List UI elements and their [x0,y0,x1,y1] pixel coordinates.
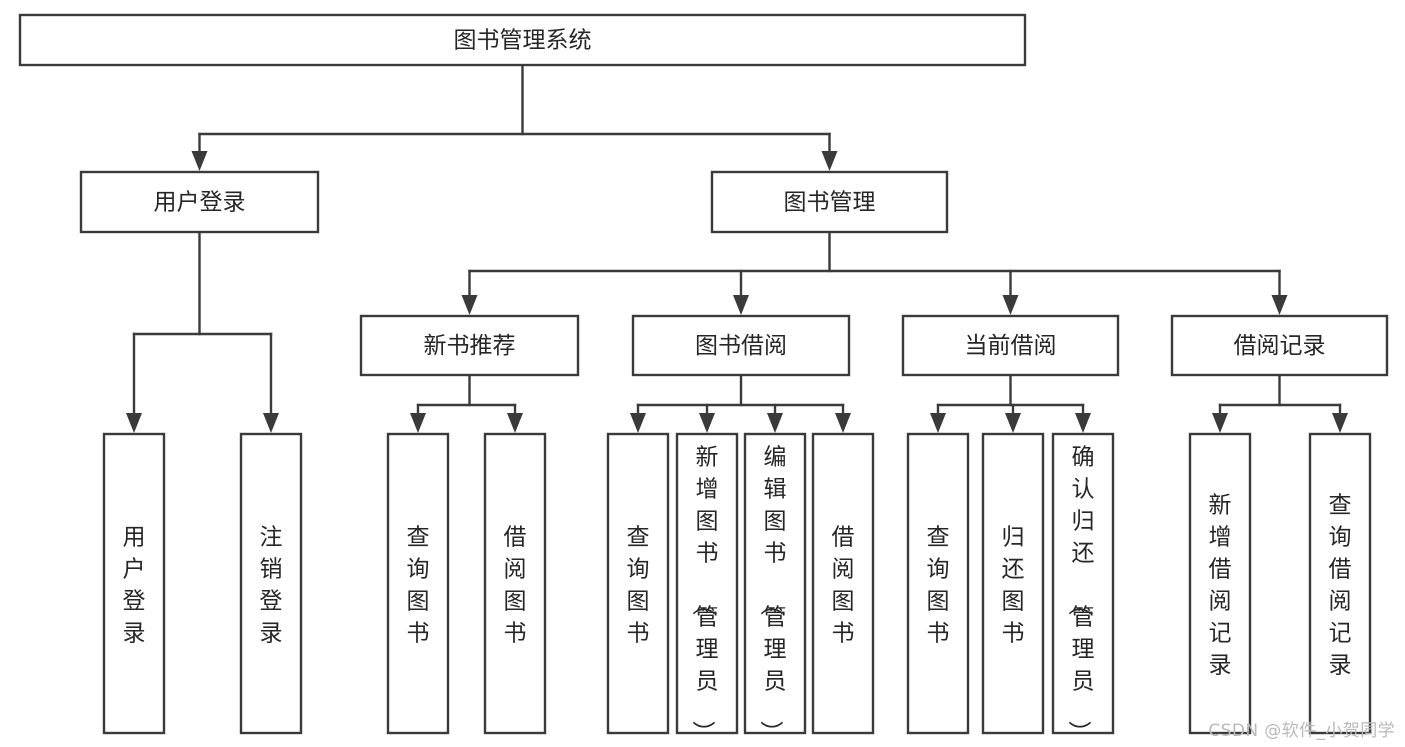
node-leaf-borrow-book-1[interactable]: 借阅图书 [483,432,547,735]
node-new-book-rec[interactable]: 新书推荐 [359,314,580,377]
node-label: 新增借阅记录 [1209,493,1232,679]
node-leaf-query-book-3[interactable]: 查询图书 [906,432,970,735]
connector-borrow-record [1212,373,1348,433]
node-root[interactable]: 图书管理系统 [18,13,1027,67]
node-box [359,314,580,377]
node-box [1188,432,1252,735]
node-leaf-query-book-1[interactable]: 查询图书 [386,432,450,735]
connector-book-borrow [630,373,851,433]
node-leaf-add-record[interactable]: 新增借阅记录 [1188,432,1252,735]
node-box [675,432,739,735]
node-label: 借阅图书 [504,525,527,647]
connector-current-borrow [930,373,1091,433]
node-box [1170,314,1389,377]
node-label: 新书推荐 [424,333,516,359]
node-label: 编辑图书（管理员） [758,445,787,744]
node-book-manage[interactable]: 图书管理 [710,170,949,234]
node-label: 查询图书 [407,525,430,647]
node-current-borrow[interactable]: 当前借阅 [901,314,1120,377]
node-label: 归还图书 [1002,525,1025,647]
node-box [906,432,970,735]
node-box [901,314,1120,377]
node-label: 注销登录 [260,525,283,647]
node-box [631,314,851,377]
node-label: 借阅记录 [1234,333,1326,359]
node-leaf-borrow-book-2[interactable]: 借阅图书 [811,432,875,735]
connector-layer [126,63,1348,433]
node-label: 图书管理系统 [454,28,592,54]
node-box [102,432,166,735]
node-box [1308,432,1372,735]
node-box [483,432,547,735]
node-leaf-return-book[interactable]: 归还图书 [981,432,1045,735]
node-box [606,432,670,735]
node-label: 图书管理 [784,190,876,216]
node-label: 查询借阅记录 [1329,493,1352,679]
node-box [710,170,949,234]
node-box [18,13,1027,67]
connector-book-manage [461,230,1288,315]
node-label: 新增图书（管理员） [690,445,719,744]
node-box [1051,432,1115,735]
node-label: 确认归还（管理员） [1066,445,1095,744]
node-label: 查询图书 [927,525,950,647]
node-box [981,432,1045,735]
node-label: 当前借阅 [965,333,1057,359]
node-label: 查询图书 [627,525,650,647]
node-leaf-edit-book[interactable]: 编辑图书（管理员） [743,432,807,744]
node-box [239,432,303,735]
node-layer: 图书管理系统用户登录图书管理新书推荐图书借阅当前借阅借阅记录用户登录注销登录查询… [18,13,1389,744]
node-leaf-query-record[interactable]: 查询借阅记录 [1308,432,1372,735]
node-user-login[interactable]: 用户登录 [79,170,320,234]
node-label: 用户登录 [123,525,146,647]
node-leaf-query-book-2[interactable]: 查询图书 [606,432,670,735]
node-leaf-user-login[interactable]: 用户登录 [102,432,166,735]
connector-new-book-rec [410,373,523,433]
node-label: 图书借阅 [695,333,787,359]
node-box [811,432,875,735]
node-borrow-record[interactable]: 借阅记录 [1170,314,1389,377]
node-box [79,170,320,234]
connector-root [191,63,838,171]
node-box [386,432,450,735]
node-leaf-add-book[interactable]: 新增图书（管理员） [675,432,739,744]
node-label: 借阅图书 [832,525,855,647]
node-box [743,432,807,735]
connector-user-login [126,230,279,433]
node-leaf-confirm-return[interactable]: 确认归还（管理员） [1051,432,1115,744]
node-label: 用户登录 [154,190,246,216]
node-book-borrow[interactable]: 图书借阅 [631,314,851,377]
node-leaf-user-logout[interactable]: 注销登录 [239,432,303,735]
